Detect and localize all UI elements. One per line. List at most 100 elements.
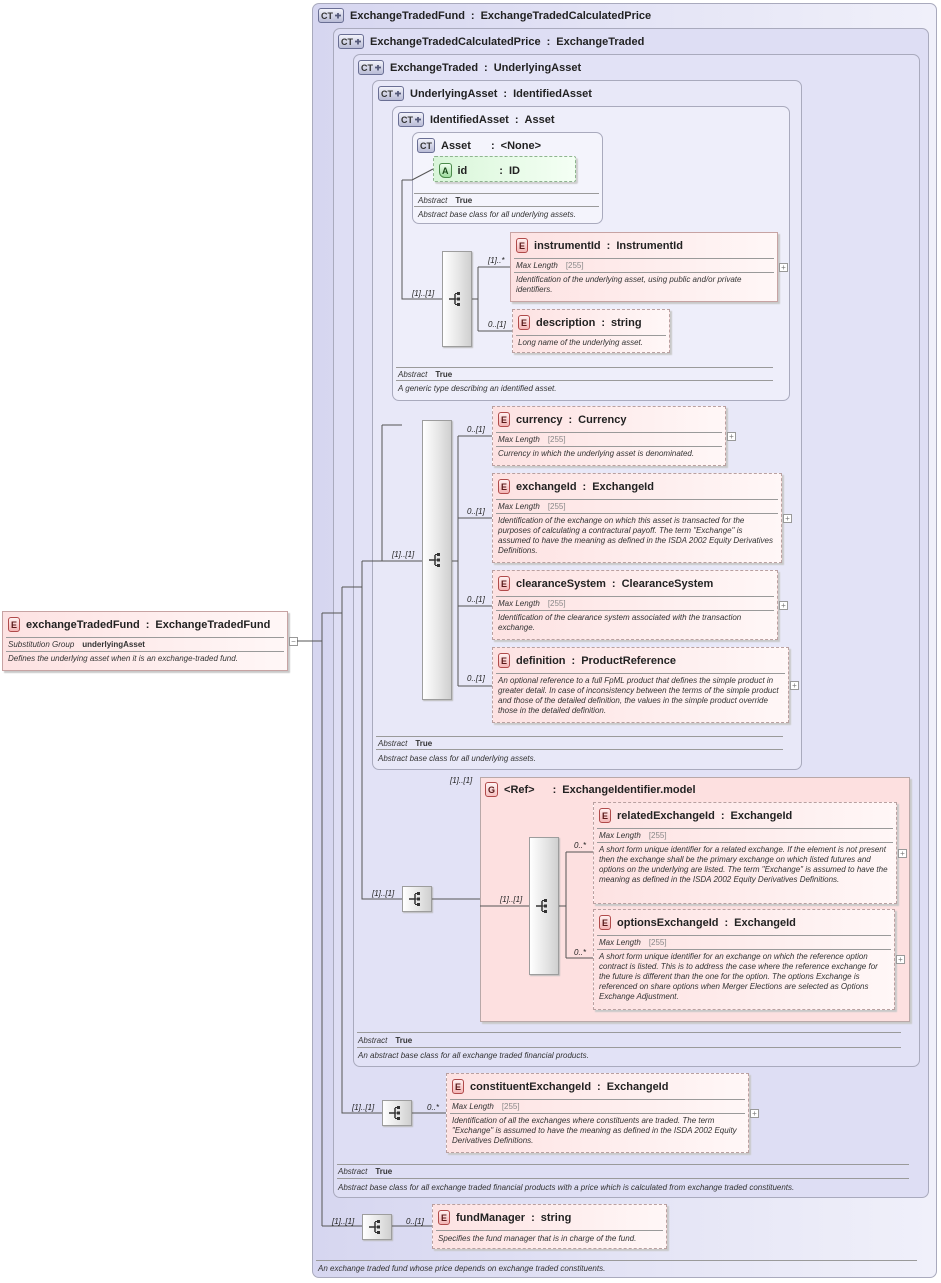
type-base: <None> <box>500 139 541 152</box>
etcp-doc: Abstract base class for all exchange tra… <box>338 1183 795 1192</box>
card-exchange-id: 0..[1] <box>467 507 485 516</box>
attribute-id[interactable]: A id : ID <box>433 156 576 182</box>
type-base: IdentifiedAsset <box>513 87 592 100</box>
type-base: UnderlyingAsset <box>493 61 582 74</box>
type-base: ExchangeTraded <box>556 35 645 48</box>
element-icon: E <box>599 808 612 823</box>
sequence-compositor-et[interactable] <box>402 886 432 912</box>
card-currency: 0..[1] <box>467 425 485 434</box>
type-sep: : <box>470 9 475 22</box>
element-icon: E <box>516 238 529 253</box>
expand-button[interactable]: + <box>779 601 788 610</box>
expand-button[interactable]: + <box>790 681 799 690</box>
ia-doc: A generic type describing an identified … <box>398 384 557 393</box>
type-sep: : <box>484 61 488 74</box>
ct-header-asset: CT Asset : <None> <box>417 138 541 153</box>
sequence-icon <box>389 1106 400 1120</box>
card-description: 0..[1] <box>488 320 506 329</box>
card-seq-etf: [1]..[1] <box>332 1217 355 1226</box>
element-icon: E <box>599 915 612 930</box>
element-icon: E <box>498 576 511 591</box>
element-icon: E <box>498 479 511 494</box>
element-icon: E <box>498 653 511 668</box>
sequence-icon <box>536 899 547 913</box>
etf-doc: An exchange traded fund whose price depe… <box>318 1264 606 1273</box>
type-base: ExchangeTradedCalculatedPrice <box>480 9 652 22</box>
card-group: [1]..[1] <box>450 776 473 785</box>
attribute-icon: A <box>439 163 452 178</box>
group-icon: G <box>485 782 499 797</box>
expand-button[interactable]: + <box>896 955 905 964</box>
element-icon: E <box>8 617 21 632</box>
sequence-compositor-ia[interactable] <box>442 251 472 347</box>
complex-type-icon: CT <box>338 34 364 49</box>
group-header: G <Ref> : ExchangeIdentifier.model <box>485 782 696 797</box>
type-sep: : <box>503 87 508 100</box>
expand-button[interactable]: + <box>750 1109 759 1118</box>
attribute-name: id <box>457 164 468 177</box>
card-related-exchange-id: 0..* <box>574 841 587 850</box>
type-sep: : <box>546 35 551 48</box>
card-fund-manager: 0..[1] <box>406 1217 424 1226</box>
asset-doc: Abstract base class for all underlying a… <box>418 210 576 219</box>
type-name: ExchangeTradedFund <box>350 9 465 22</box>
collapse-button[interactable]: − <box>289 637 298 646</box>
card-seq-ua: [1]..[1] <box>392 550 415 559</box>
ct-header-ia: CT IdentifiedAsset : Asset <box>398 112 555 127</box>
type-name: UnderlyingAsset <box>410 87 498 100</box>
type-sep: : <box>514 113 519 126</box>
type-name: ExchangeTraded <box>390 61 479 74</box>
sequence-compositor-ua[interactable] <box>422 420 452 700</box>
complex-type-icon: CT <box>417 138 435 153</box>
card-definition: 0..[1] <box>467 674 485 683</box>
sequence-compositor-etcp[interactable] <box>382 1100 412 1126</box>
type-name: ExchangeTradedCalculatedPrice <box>370 35 541 48</box>
expand-button[interactable]: + <box>898 849 907 858</box>
card-seq-group: [1]..[1] <box>500 895 523 904</box>
et-doc: An abstract base class for all exchange … <box>358 1051 589 1060</box>
sequence-compositor-etf[interactable] <box>362 1214 392 1240</box>
attribute-sep: : <box>499 164 503 177</box>
type-name: Asset <box>441 139 471 152</box>
type-base: Asset <box>524 113 555 126</box>
expand-button[interactable]: + <box>727 432 736 441</box>
card-clearance-system: 0..[1] <box>467 595 485 604</box>
card-constituent-exchange-id: 0..* <box>427 1103 440 1112</box>
sequence-compositor-group[interactable] <box>529 837 559 975</box>
card-seq-etcp: [1]..[1] <box>352 1103 375 1112</box>
ua-doc: Abstract base class for all underlying a… <box>378 754 536 763</box>
expand-button[interactable]: + <box>783 514 792 523</box>
complex-type-icon: CT <box>378 86 404 101</box>
type-sep: : <box>490 139 495 152</box>
ct-header-et: CT ExchangeTraded : UnderlyingAsset <box>358 60 581 75</box>
sequence-icon <box>369 1220 380 1234</box>
sequence-icon <box>449 292 460 306</box>
type-name: IdentifiedAsset <box>430 113 509 126</box>
card-instrument-id: [1]..* <box>488 256 505 265</box>
card-seq-et: [1]..[1] <box>372 889 395 898</box>
ct-header-etf: CT ExchangeTradedFund : ExchangeTradedCa… <box>318 8 651 23</box>
complex-type-icon: CT <box>398 112 424 127</box>
complex-type-icon: CT <box>358 60 384 75</box>
complex-type-icon: CT <box>318 8 344 23</box>
card-seq-ia: [1]..[1] <box>412 289 435 298</box>
element-icon: E <box>518 315 531 330</box>
expand-button[interactable]: + <box>779 263 788 272</box>
element-icon: E <box>498 412 511 427</box>
